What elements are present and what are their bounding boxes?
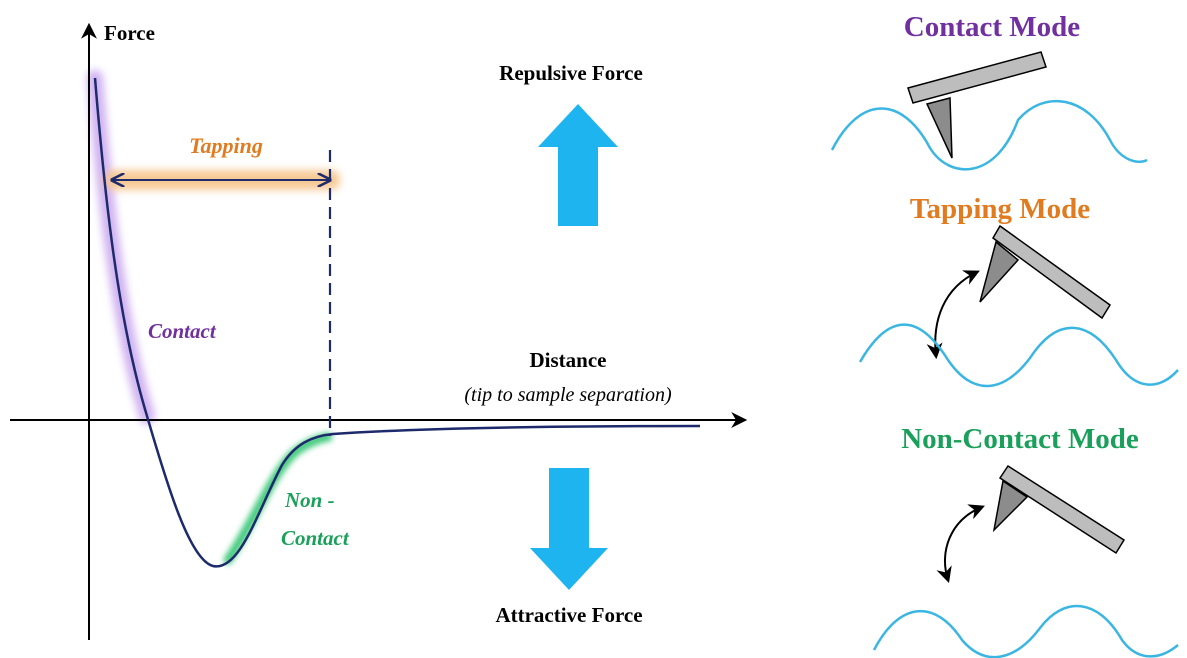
tapping-cantilever [992,224,1112,320]
contact-tip [925,97,953,159]
y-axis-label: Force [104,21,155,45]
x-axis-sublabel: (tip to sample separation) [464,384,672,406]
noncontact-tip [992,479,1029,533]
noncontact-cantilever [998,464,1126,555]
contact-sample-surface [830,99,1148,171]
contact-cantilever [907,51,1047,104]
repulsive-force-label: Repulsive Force [499,61,643,85]
noncontact-region-label-line1: Non - [284,488,335,512]
force-distance-curve [93,77,701,568]
repulsive-arrow-up [538,104,618,226]
contact-region-label: Contact [148,319,217,343]
contact-region-glow [87,70,155,424]
noncontact-mode-title: Non-Contact Mode [901,423,1139,455]
noncontact-sample-surface [872,604,1179,658]
contact-mode-title: Contact Mode [904,11,1081,43]
x-axis-label: Distance [530,348,607,372]
attractive-arrow-down [530,468,608,590]
noncontact-oscillation-arrow [936,504,985,584]
tapping-tip [979,240,1020,303]
noncontact-region-glow [223,432,333,565]
noncontact-region-label-line2: Contact [281,526,350,550]
tapping-mode-title: Tapping Mode [910,193,1090,225]
tapping-oscillation-arrow [926,270,980,360]
tapping-sample-surface [858,323,1179,388]
tapping-region-label: Tapping [189,133,263,158]
attractive-force-label: Attractive Force [495,603,642,627]
